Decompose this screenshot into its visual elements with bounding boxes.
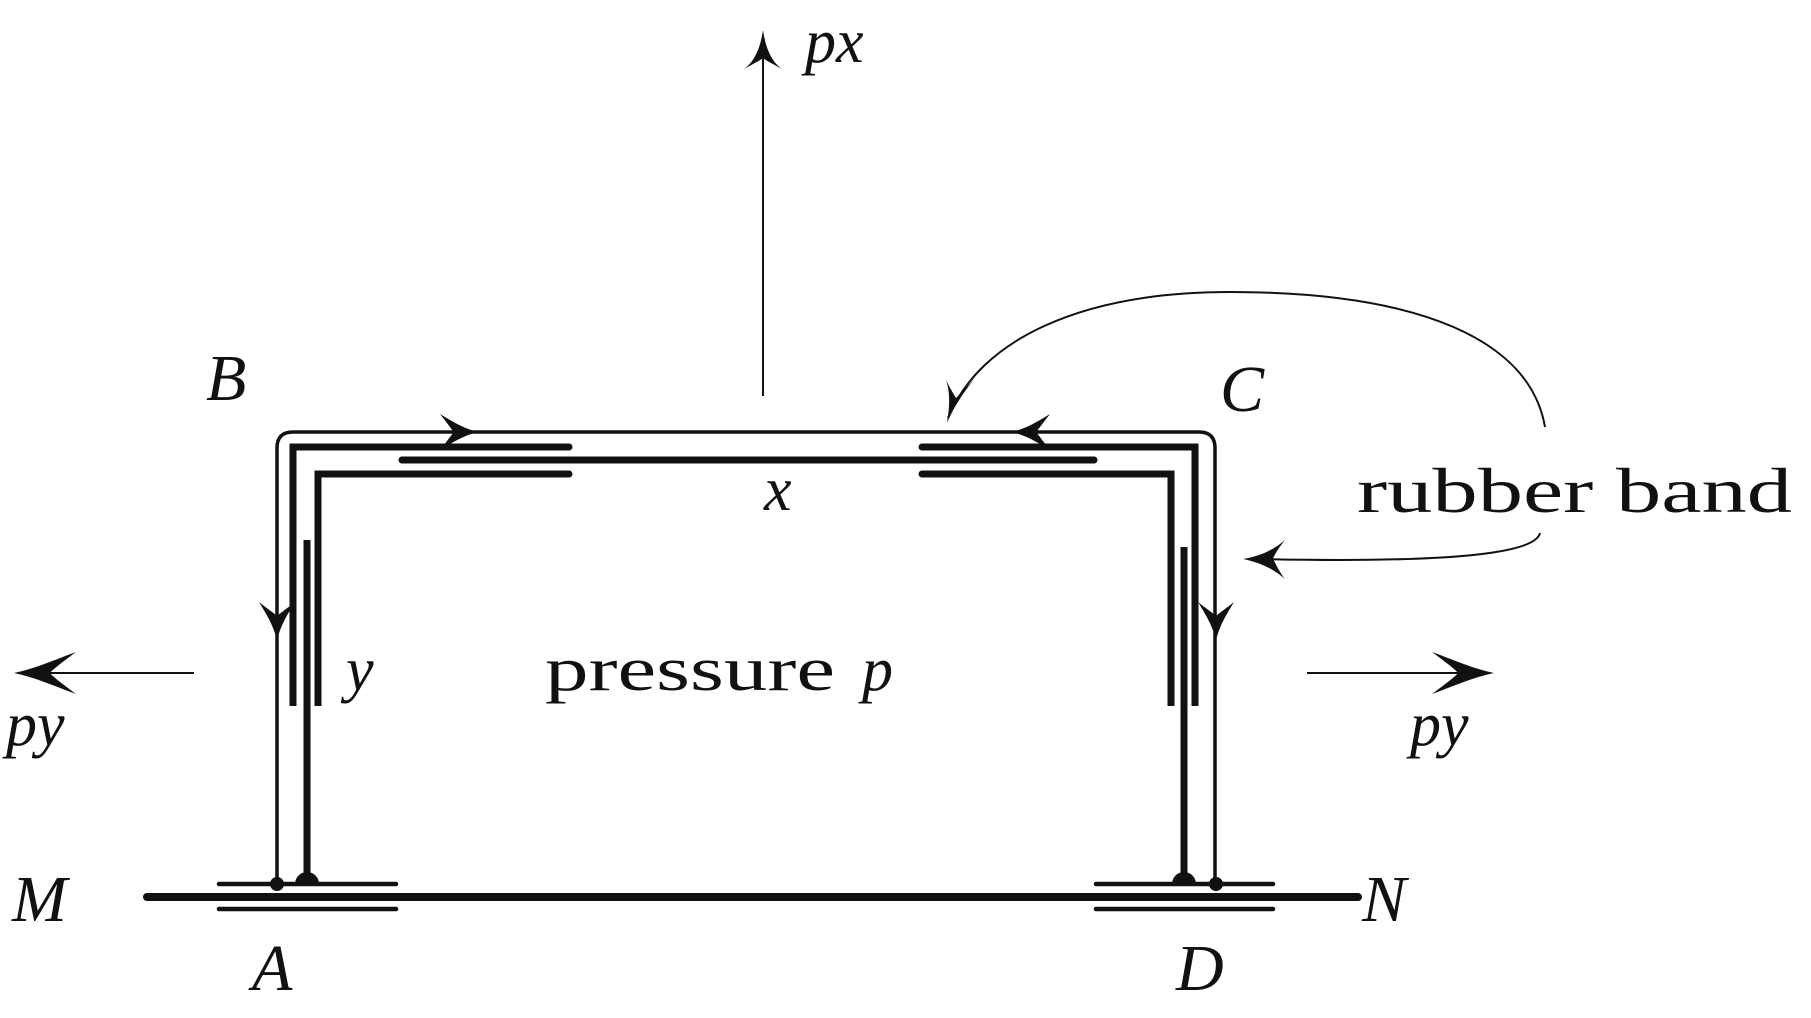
label-B: B [206, 342, 246, 415]
label-py-right: py [1406, 691, 1469, 759]
cap [918, 443, 926, 451]
callout-arrowhead-bottom-icon [1243, 540, 1285, 579]
label-N: N [1361, 863, 1410, 936]
arrowhead-left-icon [14, 652, 76, 694]
band-direction-arrow-down-left-icon [259, 602, 295, 640]
frame-piece-BC-right [922, 443, 1199, 706]
force-arrow-left [14, 652, 194, 694]
label-rubber-band: rubber band [1357, 455, 1792, 526]
label-px: px [801, 8, 864, 76]
callout-arrowhead-top-icon [946, 378, 975, 423]
callout-curve-bottom [1257, 532, 1541, 561]
inner-frame-right [922, 470, 1175, 706]
label-pressure-symbol: p [858, 636, 893, 704]
cap [565, 443, 573, 451]
label-x: x [763, 456, 792, 524]
label-y: y [340, 636, 374, 704]
label-C: C [1220, 353, 1265, 426]
frame-piece-BC-left [289, 443, 569, 706]
post-D-foot [1172, 872, 1196, 884]
cap [565, 470, 573, 478]
force-arrow-up [743, 30, 783, 396]
band-direction-arrow-right-icon [440, 414, 478, 450]
callout-curve-top [947, 290, 1546, 428]
force-arrow-right [1307, 652, 1494, 694]
label-pressure: pressure [545, 636, 835, 704]
inner-frame-left [314, 470, 569, 706]
rubber-band [275, 430, 1217, 884]
arrowhead-right-icon [1432, 652, 1494, 694]
cap [918, 470, 926, 478]
band-direction-arrow-down-right-icon [1198, 602, 1234, 640]
label-D: D [1175, 932, 1224, 1005]
band-direction-arrow-left-icon [1012, 414, 1050, 450]
label-M: M [11, 863, 71, 936]
arrowhead-up-icon [743, 30, 783, 70]
label-A: A [248, 932, 293, 1005]
label-py-left: py [2, 691, 65, 759]
post-A-foot [295, 872, 319, 884]
